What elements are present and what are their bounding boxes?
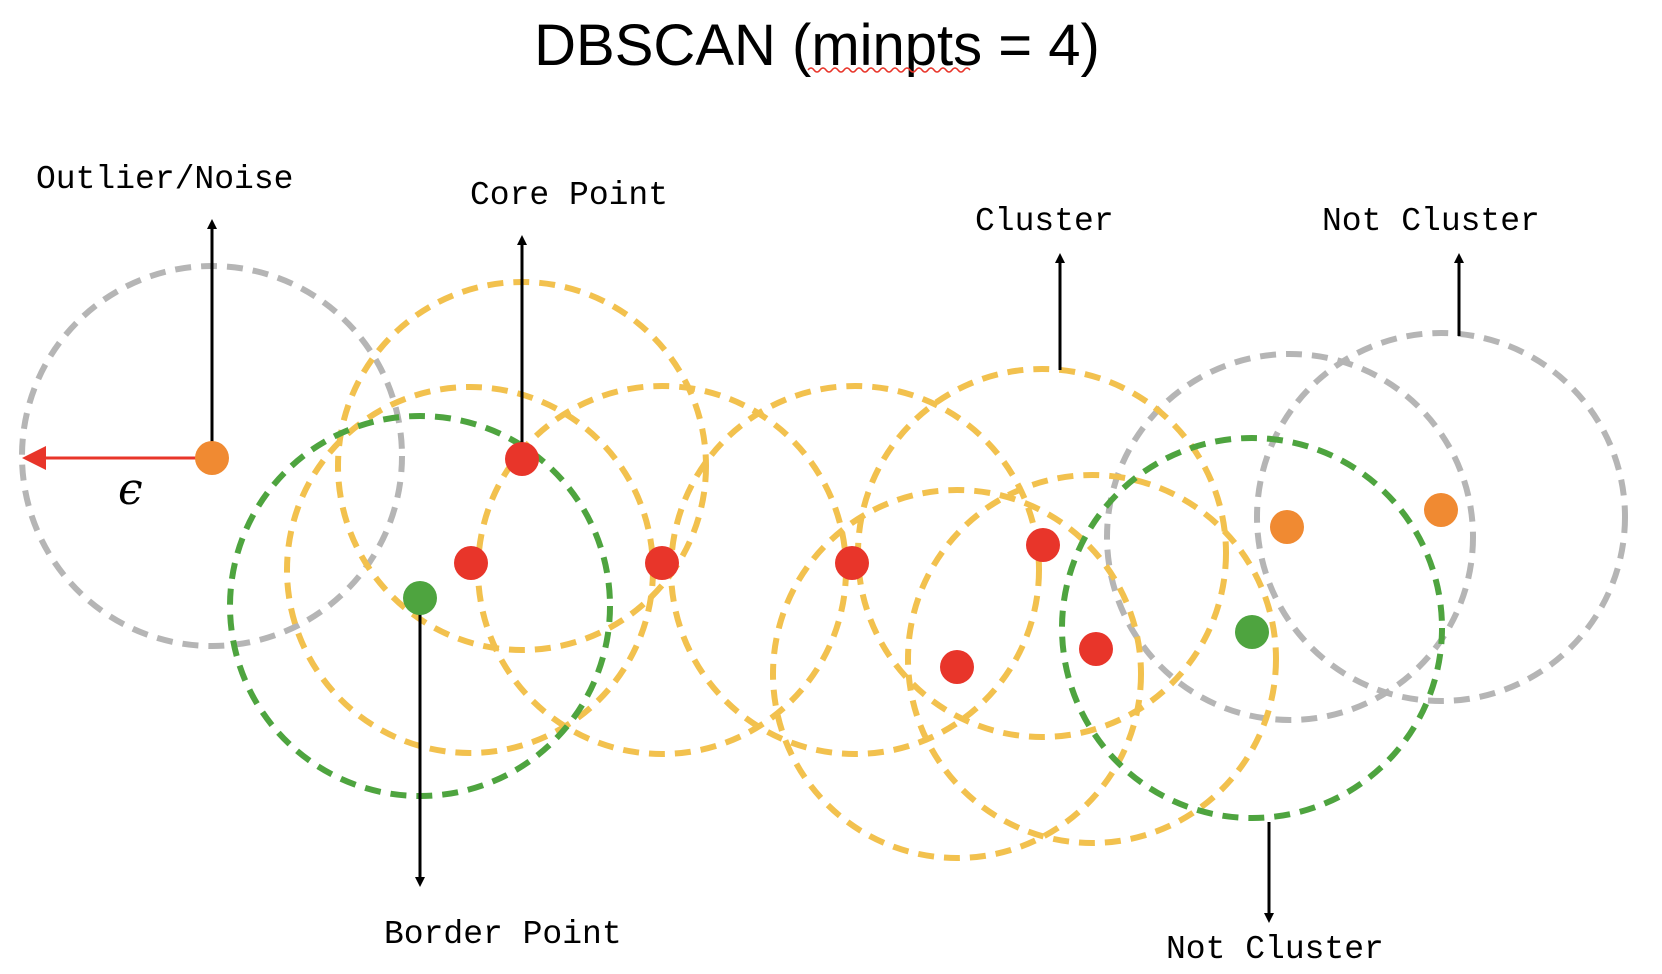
label-cluster: Cluster — [975, 203, 1114, 240]
label-core-point: Core Point — [470, 177, 668, 214]
core-region-7 — [905, 472, 1279, 846]
core-point — [1026, 528, 1060, 562]
noise-point — [1424, 493, 1458, 527]
core-point — [835, 546, 869, 580]
noise-region-right-a — [1104, 351, 1476, 723]
spellcheck-underline — [807, 67, 971, 73]
noise-point — [195, 441, 229, 475]
core-point — [454, 546, 488, 580]
label-outlier-noise: Outlier/Noise — [36, 161, 293, 198]
core-region-6 — [770, 487, 1144, 861]
label-not-cluster-bottom: Not Cluster — [1166, 931, 1384, 968]
core-point — [645, 546, 679, 580]
border-region-right — [1059, 435, 1445, 821]
core-point — [1079, 632, 1113, 666]
border-point — [1235, 615, 1269, 649]
core-point — [940, 650, 974, 684]
epsilon-symbol: ϵ — [118, 464, 143, 515]
noise-point — [1270, 510, 1304, 544]
core-point — [505, 442, 539, 476]
label-border-point: Border Point — [384, 916, 622, 953]
diagram-title: DBSCAN (minpts = 4) — [534, 13, 1100, 78]
noise-region-right-b — [1254, 330, 1628, 704]
border-point — [403, 581, 437, 615]
label-not-cluster-top: Not Cluster — [1322, 203, 1540, 240]
epsilon-arrowhead — [22, 446, 46, 470]
